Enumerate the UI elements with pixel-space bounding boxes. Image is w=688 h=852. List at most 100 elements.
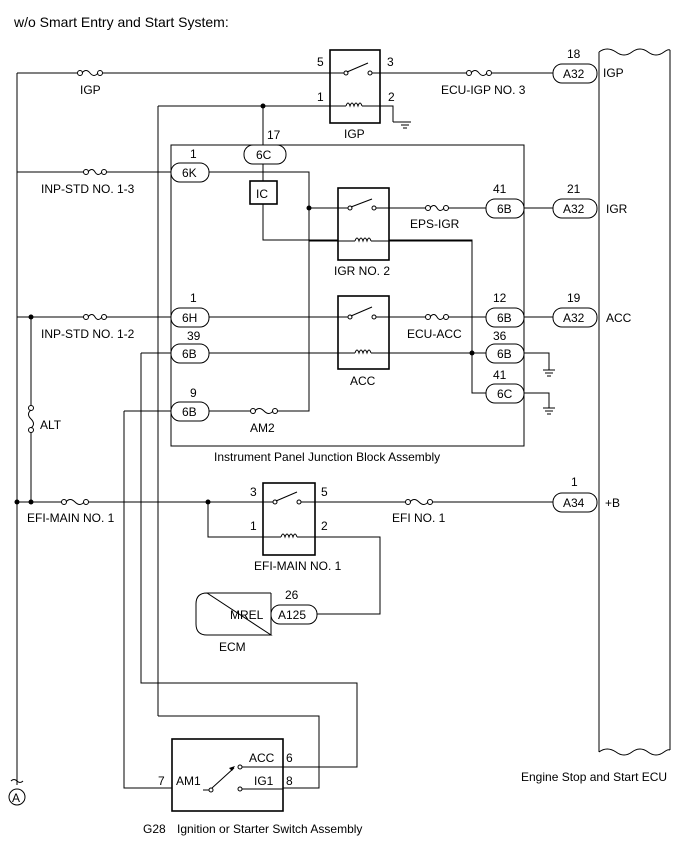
ecm-pin-label: MREL (230, 608, 264, 622)
ground-symbols (393, 121, 555, 415)
ecm-label: ECM (219, 640, 246, 654)
ip-junction-block-label: Instrument Panel Junction Block Assembly (214, 450, 440, 464)
svg-text:1: 1 (190, 291, 197, 305)
fuse-efi-main-label: EFI-MAIN NO. 1 (27, 511, 115, 525)
connector-a32-igr: A32 (552, 198, 598, 219)
svg-text:6C: 6C (497, 387, 513, 401)
connector-a32-igp: A32 (552, 63, 598, 84)
connector-6c-41: 6C (485, 383, 525, 404)
svg-text:6B: 6B (182, 405, 197, 419)
fuse-efi-no1-label: EFI NO. 1 (392, 511, 446, 525)
fuse-efi-main-no1: EFI-MAIN NO. 1 (27, 499, 115, 525)
connector-6b-36: 6B (485, 343, 525, 364)
svg-text:1: 1 (317, 90, 324, 104)
ground-icon (393, 121, 411, 129)
ground-icon (543, 407, 555, 415)
svg-text:9: 9 (190, 386, 197, 400)
relay-igp: IGP (329, 49, 381, 141)
svg-text:3: 3 (250, 485, 257, 499)
reference-a: A (8, 779, 26, 806)
relay-igr-label: IGR NO. 2 (334, 264, 390, 278)
svg-text:12: 12 (493, 291, 507, 305)
ign-acc-label: ACC (249, 751, 275, 765)
ign-ig1-label: IG1 (254, 774, 274, 788)
fuse-inp-std-no12: INP-STD NO. 1-2 (41, 314, 135, 341)
fuse-eps-igr: EPS-IGR (410, 205, 460, 231)
svg-text:41: 41 (493, 368, 507, 382)
svg-text:2: 2 (388, 90, 395, 104)
svg-text:A32: A32 (563, 67, 585, 81)
relay-efi-main-label: EFI-MAIN NO. 1 (254, 559, 342, 573)
ic-label: IC (256, 187, 268, 201)
svg-text:19: 19 (567, 291, 581, 305)
svg-text:5: 5 (317, 55, 324, 69)
svg-text:A32: A32 (563, 311, 585, 325)
connector-6b-acc: 6B (485, 307, 525, 328)
svg-text:6B: 6B (497, 311, 512, 325)
svg-text:7: 7 (158, 774, 165, 788)
svg-text:39: 39 (187, 329, 201, 343)
pin-numbers: 5 3 1 2 17 1 41 21 1 39 12 19 36 41 9 18… (158, 47, 581, 788)
junction-dots (14, 103, 475, 505)
fuse-inp-std-13-label: INP-STD NO. 1-3 (41, 182, 135, 196)
connector-6b-39: 6B (170, 343, 210, 364)
wires (16, 72, 553, 789)
svg-text:17: 17 (267, 128, 281, 142)
connector-6k: 6K (170, 162, 210, 183)
relay-igr-no2: IGR NO. 2 (334, 187, 390, 278)
reference-a-label: A (12, 791, 20, 805)
relay-igp-label: IGP (344, 127, 365, 141)
svg-text:6C: 6C (256, 148, 272, 162)
fuse-inp-std-no13: INP-STD NO. 1-3 (41, 169, 135, 196)
connector-a32-acc: A32 (552, 307, 598, 328)
svg-text:8: 8 (286, 774, 293, 788)
ground-icon (543, 369, 555, 377)
svg-text:36: 36 (493, 329, 507, 343)
svg-text:5: 5 (321, 485, 328, 499)
fuse-alt: ALT (28, 405, 62, 433)
svg-text:1: 1 (190, 147, 197, 161)
svg-text:3: 3 (387, 55, 394, 69)
fuse-efi-no1: EFI NO. 1 (392, 499, 446, 525)
connector-6b-igr: 6B (485, 198, 525, 219)
connector-6c-top: 6C (243, 144, 287, 165)
fuse-ecu-acc: ECU-ACC (407, 314, 462, 341)
signal-labels: IGP IGR ACC +B (603, 66, 632, 510)
ign-code-label: G28 (143, 822, 166, 836)
svg-text:6B: 6B (497, 347, 512, 361)
engine-stop-start-ecu: Engine Stop and Start ECU (521, 48, 671, 784)
svg-text:6B: 6B (497, 202, 512, 216)
connectors: 6C 6K 6B 6H 6B 6B 6B 6B (170, 63, 598, 625)
svg-text:1: 1 (250, 519, 257, 533)
ign-name-label: Ignition or Starter Switch Assembly (177, 822, 362, 836)
svg-text:21: 21 (567, 182, 581, 196)
fuse-ecu-acc-label: ECU-ACC (407, 327, 462, 341)
ecm-block: MREL ECM (195, 592, 273, 654)
fuse-igp-label: IGP (80, 83, 101, 97)
svg-text:6K: 6K (182, 166, 197, 180)
fuse-ecu-igp-label: ECU-IGP NO. 3 (441, 83, 526, 97)
fuse-am2: AM2 (250, 408, 278, 435)
connector-6b-9: 6B (170, 401, 210, 422)
svg-text:2: 2 (321, 519, 328, 533)
signal-igr: IGR (606, 202, 628, 216)
relay-acc-label: ACC (350, 374, 376, 388)
diagram-title: w/o Smart Entry and Start System: (13, 14, 229, 30)
svg-text:41: 41 (493, 182, 507, 196)
ignition-switch: AM1 ACC IG1 G28 Ignition or Starter Swit… (143, 738, 362, 836)
fuse-igp: IGP (77, 70, 103, 97)
signal-acc: ACC (606, 311, 632, 325)
fuse-inp-std-12-label: INP-STD NO. 1-2 (41, 327, 135, 341)
signal-igp: IGP (603, 66, 624, 80)
fuse-am2-label: AM2 (250, 421, 275, 435)
ign-am1-label: AM1 (176, 774, 201, 788)
fuses: IGP ECU-IGP NO. 3 INP-STD NO. 1-3 EPS-IG… (27, 70, 526, 525)
svg-text:6: 6 (286, 751, 293, 765)
ip-junction-block (170, 144, 525, 447)
svg-text:6H: 6H (182, 311, 197, 325)
signal-b-plus: +B (605, 496, 620, 510)
fuse-alt-label: ALT (40, 418, 62, 432)
svg-text:1: 1 (571, 475, 578, 489)
svg-text:26: 26 (285, 588, 299, 602)
